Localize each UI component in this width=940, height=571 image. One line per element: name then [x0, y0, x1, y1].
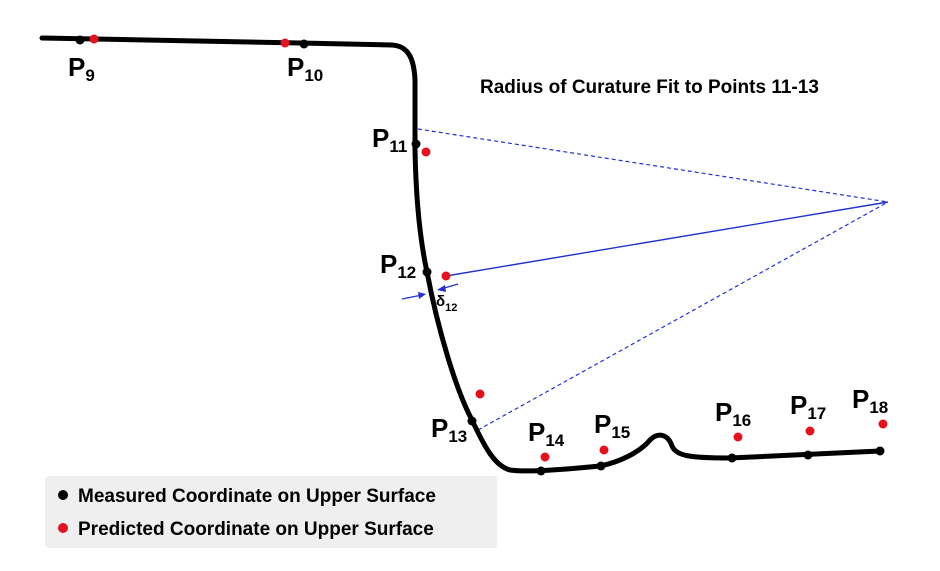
delta-arrowhead-left — [418, 292, 426, 299]
measured-point-p16 — [727, 453, 737, 463]
point-label-p14: P14 — [528, 417, 565, 450]
measured-points — [75, 35, 885, 476]
predicted-points — [89, 34, 888, 462]
predicted-point-p18 — [878, 419, 888, 429]
fit-line-p13 — [477, 201, 889, 431]
point-label-p12: P12 — [380, 249, 416, 282]
point-label-p11: P11 — [372, 123, 407, 156]
fit-line-p12 — [445, 201, 889, 277]
measured-point-p14 — [536, 466, 546, 476]
radius-fit-lines — [417, 128, 889, 431]
diagram-title: Radius of Curature Fit to Points 11-13 — [480, 77, 819, 98]
predicted-point-p11 — [421, 147, 431, 157]
measured-point-p9 — [75, 35, 85, 45]
point-label-p10: P10 — [287, 52, 323, 85]
legend-predicted-marker — [58, 523, 68, 533]
measured-point-p13 — [467, 416, 477, 426]
legend-measured-label: Measured Coordinate on Upper Surface — [78, 486, 436, 507]
predicted-point-p14 — [540, 452, 550, 462]
delta-12-marker: δ12 — [401, 283, 459, 314]
legend-predicted-label: Predicted Coordinate on Upper Surface — [78, 519, 434, 540]
point-labels: P9 P10 P11 P12 P13 P14 P15 P16 P17 P18 — [68, 52, 888, 450]
fit-line-p11 — [417, 128, 889, 203]
predicted-point-p13 — [475, 389, 485, 399]
legend: Measured Coordinate on Upper Surface Pre… — [45, 476, 497, 548]
delta-label: δ12 — [436, 293, 457, 314]
point-label-p9: P9 — [68, 52, 95, 85]
predicted-point-p9 — [89, 34, 99, 44]
upper-surface-curve — [39, 35, 883, 474]
measured-point-p11 — [411, 139, 421, 149]
predicted-point-p15 — [599, 445, 609, 455]
point-label-p17: P17 — [790, 390, 826, 423]
point-label-p16: P16 — [715, 397, 751, 430]
measured-point-p12 — [422, 267, 432, 277]
legend-background — [45, 476, 497, 548]
predicted-point-p17 — [805, 426, 815, 436]
measured-point-p10 — [299, 39, 309, 49]
delta-arrowhead-right — [437, 285, 446, 292]
legend-measured-marker — [58, 490, 68, 500]
predicted-point-p12 — [441, 271, 451, 281]
point-label-p13: P13 — [431, 413, 467, 446]
measured-point-p18 — [875, 446, 885, 456]
predicted-point-p10 — [280, 38, 290, 48]
measured-point-p15 — [596, 461, 606, 471]
measured-point-p17 — [803, 450, 813, 460]
predicted-point-p16 — [733, 432, 743, 442]
point-label-p18: P18 — [852, 384, 888, 417]
point-label-p15: P15 — [594, 409, 630, 442]
